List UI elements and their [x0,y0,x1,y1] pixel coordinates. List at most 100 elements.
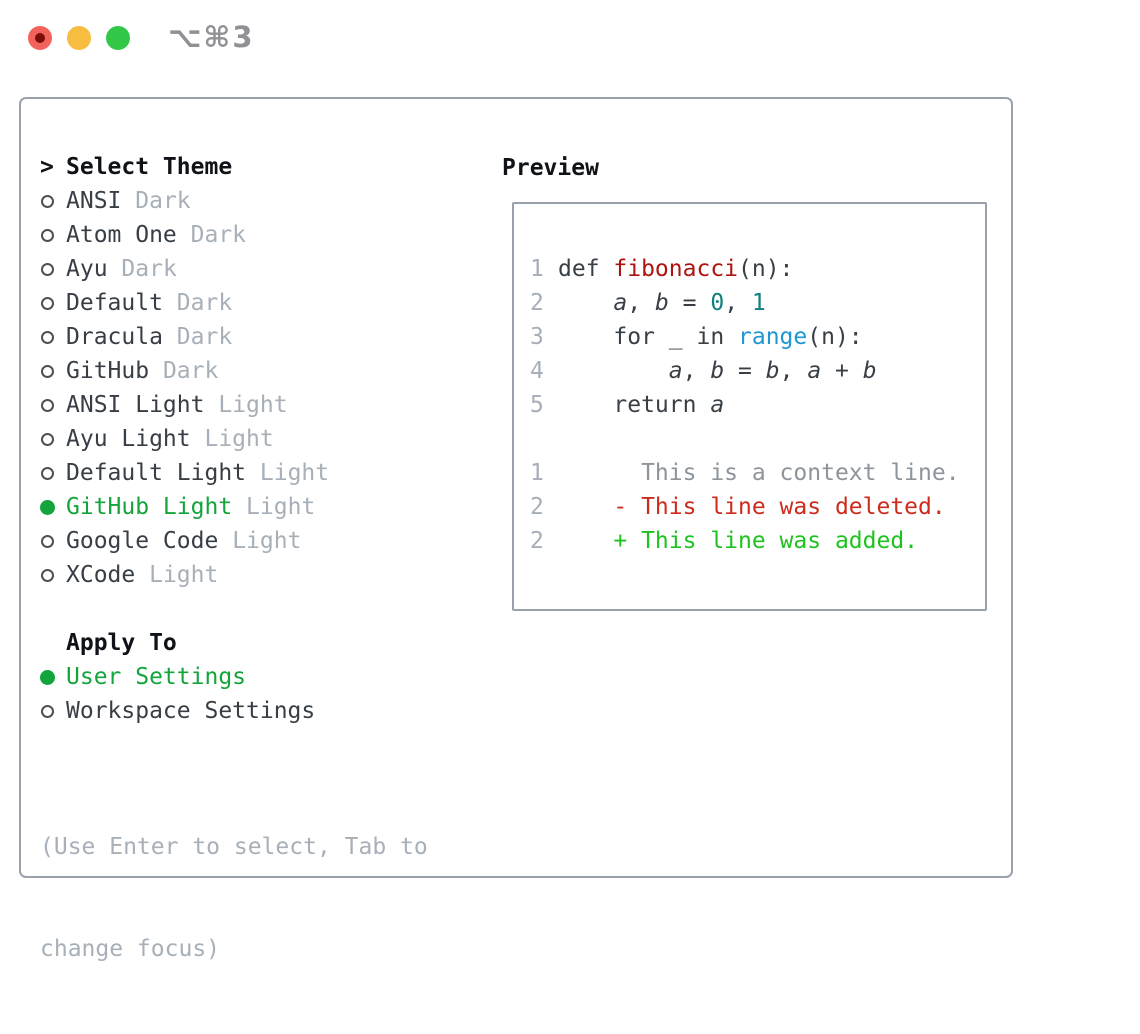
line-number [530,422,558,456]
apply-option-label: Workspace Settings [66,698,316,724]
close-button[interactable] [28,26,52,50]
theme-option[interactable]: XCode Light [40,558,329,592]
code-token [558,290,613,316]
apply-option[interactable]: User Settings [40,660,315,694]
code-token: + [821,358,863,384]
theme-option[interactable]: Google Code Light [40,524,329,558]
radio-icon [40,499,66,515]
radio-icon [40,568,66,582]
theme-option[interactable]: ANSI Light Light [40,388,329,422]
traffic-lights [28,26,130,50]
radio-unselected-icon [41,568,54,582]
theme-option[interactable]: Ayu Dark [40,252,329,286]
radio-unselected-icon [41,398,54,412]
radio-icon [40,330,66,344]
zoom-button[interactable] [106,26,130,50]
theme-option[interactable]: Default Dark [40,286,329,320]
apply-to-header: Apply To [40,626,315,660]
label-tag-gap [163,324,177,350]
theme-option-label: Google Code [66,528,219,554]
select-theme-header: > Select Theme [40,150,329,184]
code-token: = [724,358,766,384]
theme-option-label: XCode [66,562,136,588]
code-token: a [710,392,725,418]
code-token: This is a context line. [558,460,960,486]
code-content: return a [558,388,724,422]
radio-icon [40,398,66,412]
radio-icon [40,296,66,310]
theme-variant-tag: Dark [190,222,247,248]
code-token: b [654,290,669,316]
theme-variant-tag: Light [204,426,274,452]
theme-option-label: Default [66,290,163,316]
prompt-icon: > [40,154,54,180]
theme-variant-tag: Light [246,494,316,520]
radio-icon [40,194,66,208]
theme-option-label: Ayu [66,256,108,282]
line-number: 2 [530,528,544,554]
theme-option[interactable]: Default Light Light [40,456,329,490]
titlebar: ⌥⌘3 [0,0,1140,97]
code-line: 5 return a [530,388,960,422]
radio-icon [40,228,66,242]
apply-option[interactable]: Workspace Settings [40,694,315,728]
code-token: , [779,358,808,384]
radio-unselected-icon [41,432,54,446]
line-number: 4 [530,358,544,384]
code-token [558,358,669,384]
theme-variant-tag: Dark [176,324,233,350]
code-content: + This line was added. [558,524,918,558]
label-tag-gap [232,494,246,520]
code-line: 2 + This line was added. [530,524,960,558]
radio-selected-icon [40,669,55,685]
code-line: 4 a, b = b, a + b [530,354,960,388]
theme-option[interactable]: GitHub Light Light [40,490,329,524]
theme-option[interactable]: Dracula Dark [40,320,329,354]
code-content: - This line was deleted. [558,490,945,524]
code-line: 3 for _ in range(n): [530,320,960,354]
code-token: = [668,290,711,316]
radio-icon [40,534,66,548]
code-token: , [724,290,752,316]
code-token: (n): [738,256,794,282]
code-token: + This line was added. [558,528,919,554]
radio-unselected-icon [41,262,54,276]
code-token: b [710,358,725,384]
code-token: a [668,358,683,384]
radio-unselected-icon [41,296,54,310]
theme-option[interactable]: Ayu Light Light [40,422,329,456]
theme-option-label: Default Light [66,460,247,486]
minimize-button[interactable] [67,26,91,50]
theme-option[interactable]: Atom One Dark [40,218,329,252]
radio-unselected-icon [41,194,54,208]
line-number: 2 [530,494,544,520]
theme-option[interactable]: GitHub Dark [40,354,329,388]
code-line: 2 a, b = 0, 1 [530,286,960,320]
help-text: (Use Enter to select, Tab to change focu… [40,762,428,1034]
radio-selected-icon [40,499,55,515]
code-line: 2 - This line was deleted. [530,490,960,524]
radio-icon [40,669,66,685]
theme-option[interactable]: ANSI Dark [40,184,329,218]
theme-variant-tag: Dark [176,290,233,316]
label-tag-gap [191,426,205,452]
line-number: 3 [530,324,544,350]
theme-variant-tag: Light [259,460,330,486]
code-token: , [682,358,711,384]
code-content: a, b = b, a + b [558,354,877,388]
section-title: Apply To [66,630,177,656]
radio-icon [40,364,66,378]
theme-variant-tag: Light [149,562,219,588]
theme-option-label: ANSI Light [66,392,205,418]
code-token: for _ in [558,324,739,350]
radio-unselected-icon [41,330,54,344]
theme-variant-tag: Dark [135,188,191,214]
radio-icon [40,704,66,718]
section-title: Select Theme [66,154,233,180]
